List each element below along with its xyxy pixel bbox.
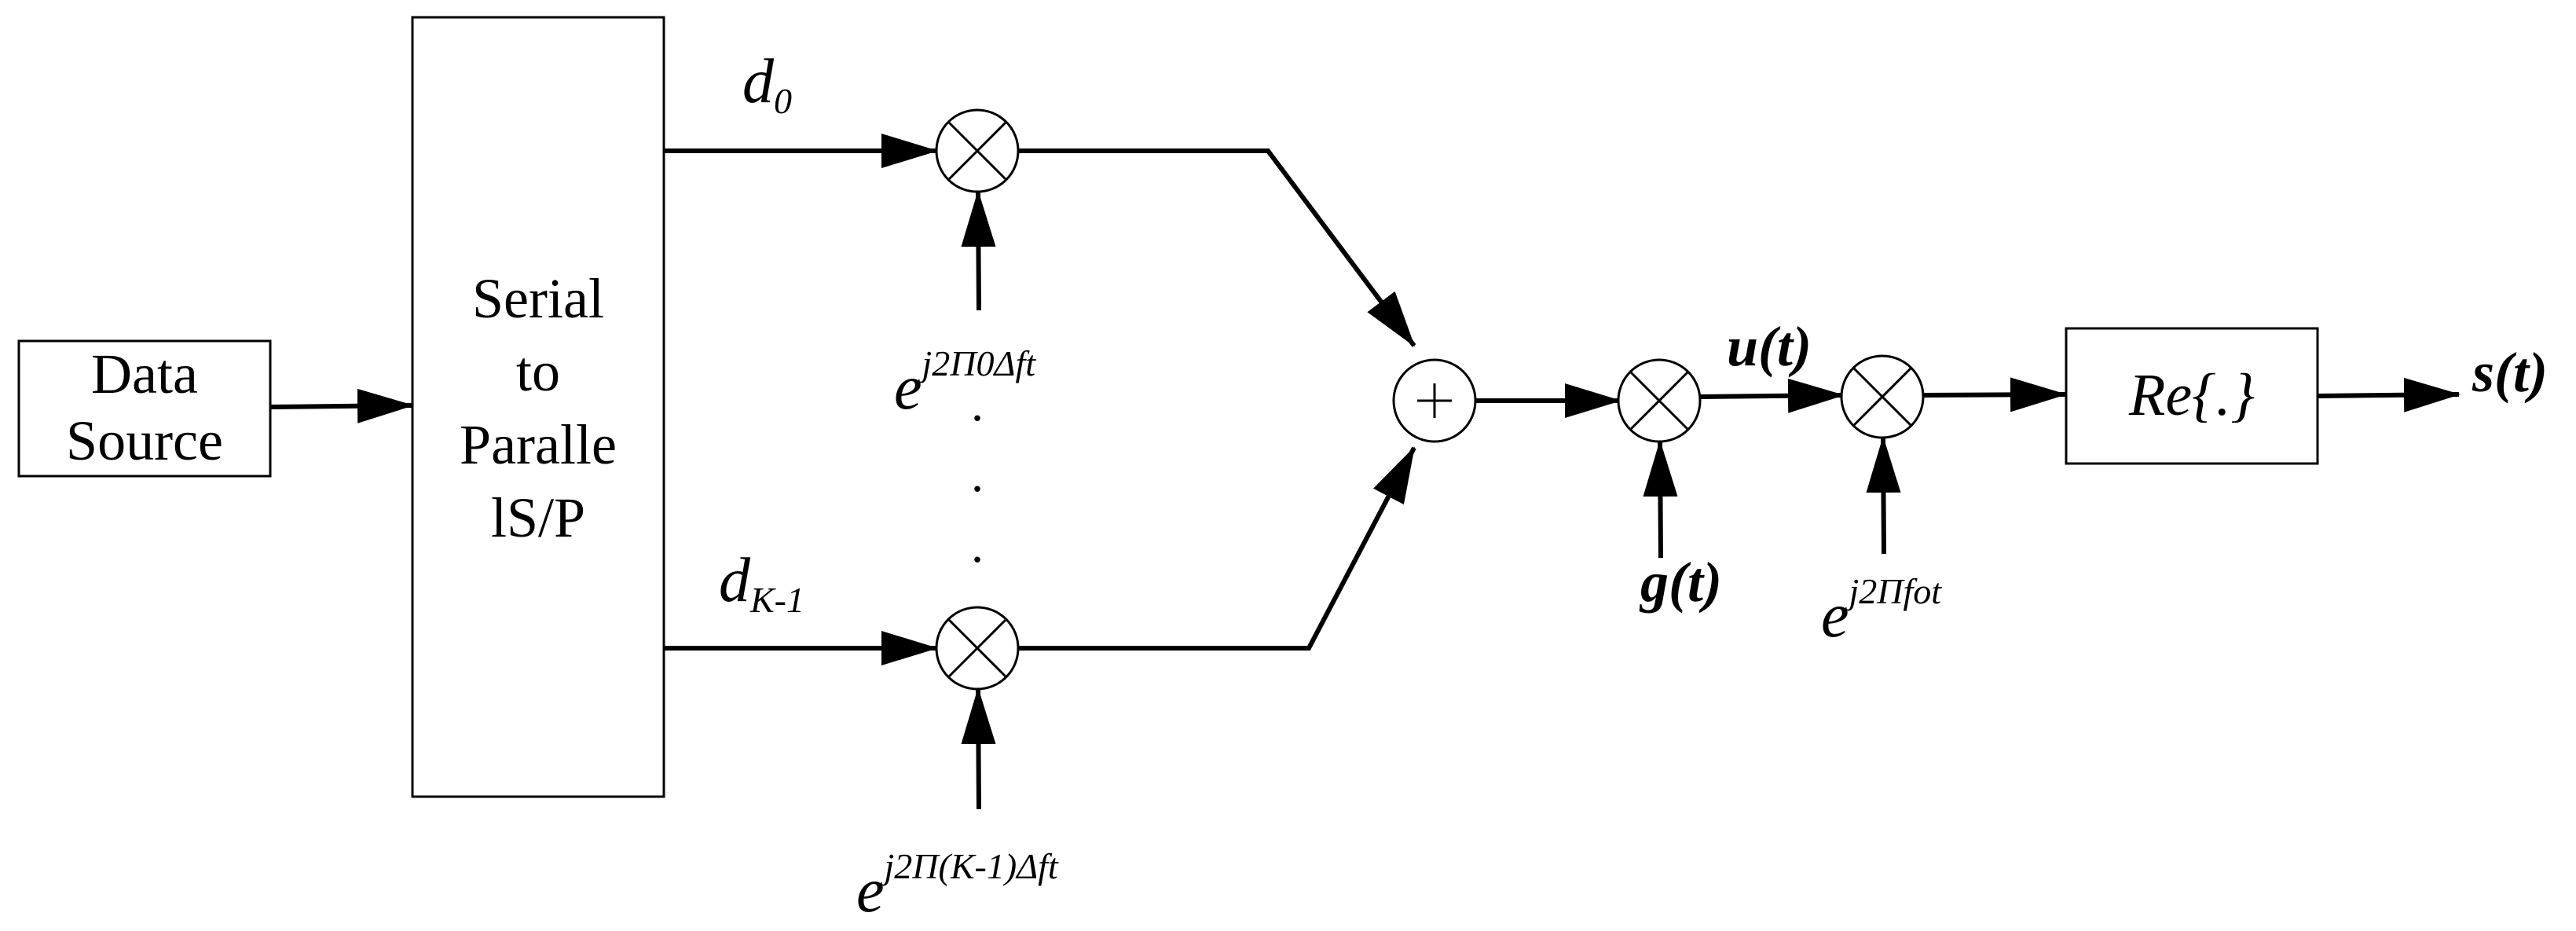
label-u: u(t) xyxy=(1727,315,1812,378)
label-exp-top: ej2Π0Δft xyxy=(894,343,1036,423)
ellipsis-dot-3: . xyxy=(971,517,984,573)
multiplier-f xyxy=(1840,354,1925,439)
real-part-block: Re{.} xyxy=(2065,327,2319,465)
sp-label-line3: Paralle xyxy=(460,413,617,476)
ellipsis-dot-2: . xyxy=(971,446,984,502)
label-d0: d0 xyxy=(742,47,792,121)
serial-to-parallel-block: Serial to Paralle lS/P xyxy=(411,16,665,798)
branch-bottom: dK-1 ej2Π(K-1)Δft xyxy=(664,446,1416,926)
arrow-source-to-sp xyxy=(269,388,414,423)
arrow-ek-to-multiplier xyxy=(961,687,996,810)
label-exp-fo: ej2Πfot xyxy=(1821,571,1942,651)
line-top-to-adder xyxy=(1018,148,1416,347)
label-exp-bottom: ej2Π(K-1)Δft xyxy=(856,846,1059,926)
arrow-to-real xyxy=(1922,377,2067,412)
data-source-label-line1: Data xyxy=(91,343,198,405)
arrow-output xyxy=(2317,377,2461,412)
sp-label-line4: lS/P xyxy=(491,486,585,549)
label-g: g(t) xyxy=(1639,551,1722,614)
arrow-g-to-multiplier xyxy=(1643,440,1678,559)
data-source-block: Data Source xyxy=(17,339,272,478)
sp-label-line2: to xyxy=(516,340,560,403)
arrow-u xyxy=(1699,378,1845,413)
line-bottom-to-adder xyxy=(1018,446,1416,651)
multiplier-g xyxy=(1617,358,1702,443)
arrow-ef-to-multiplier xyxy=(1866,436,1901,555)
branch-top: d0 ej2Π0Δft xyxy=(664,47,1416,423)
multiplier-bottom xyxy=(935,606,1020,691)
adder xyxy=(1392,358,1477,443)
label-s: s(t) xyxy=(2472,341,2548,404)
sp-label-line1: Serial xyxy=(472,267,604,330)
ellipsis: . . . xyxy=(971,376,984,573)
real-part-label: Re{.} xyxy=(2128,362,2255,428)
data-source-label-line2: Source xyxy=(66,409,223,472)
arrow-e0-to-multiplier xyxy=(961,190,996,311)
label-dk: dK-1 xyxy=(719,546,804,620)
multiplier-top xyxy=(935,108,1020,193)
ellipsis-dot-1: . xyxy=(971,376,984,431)
